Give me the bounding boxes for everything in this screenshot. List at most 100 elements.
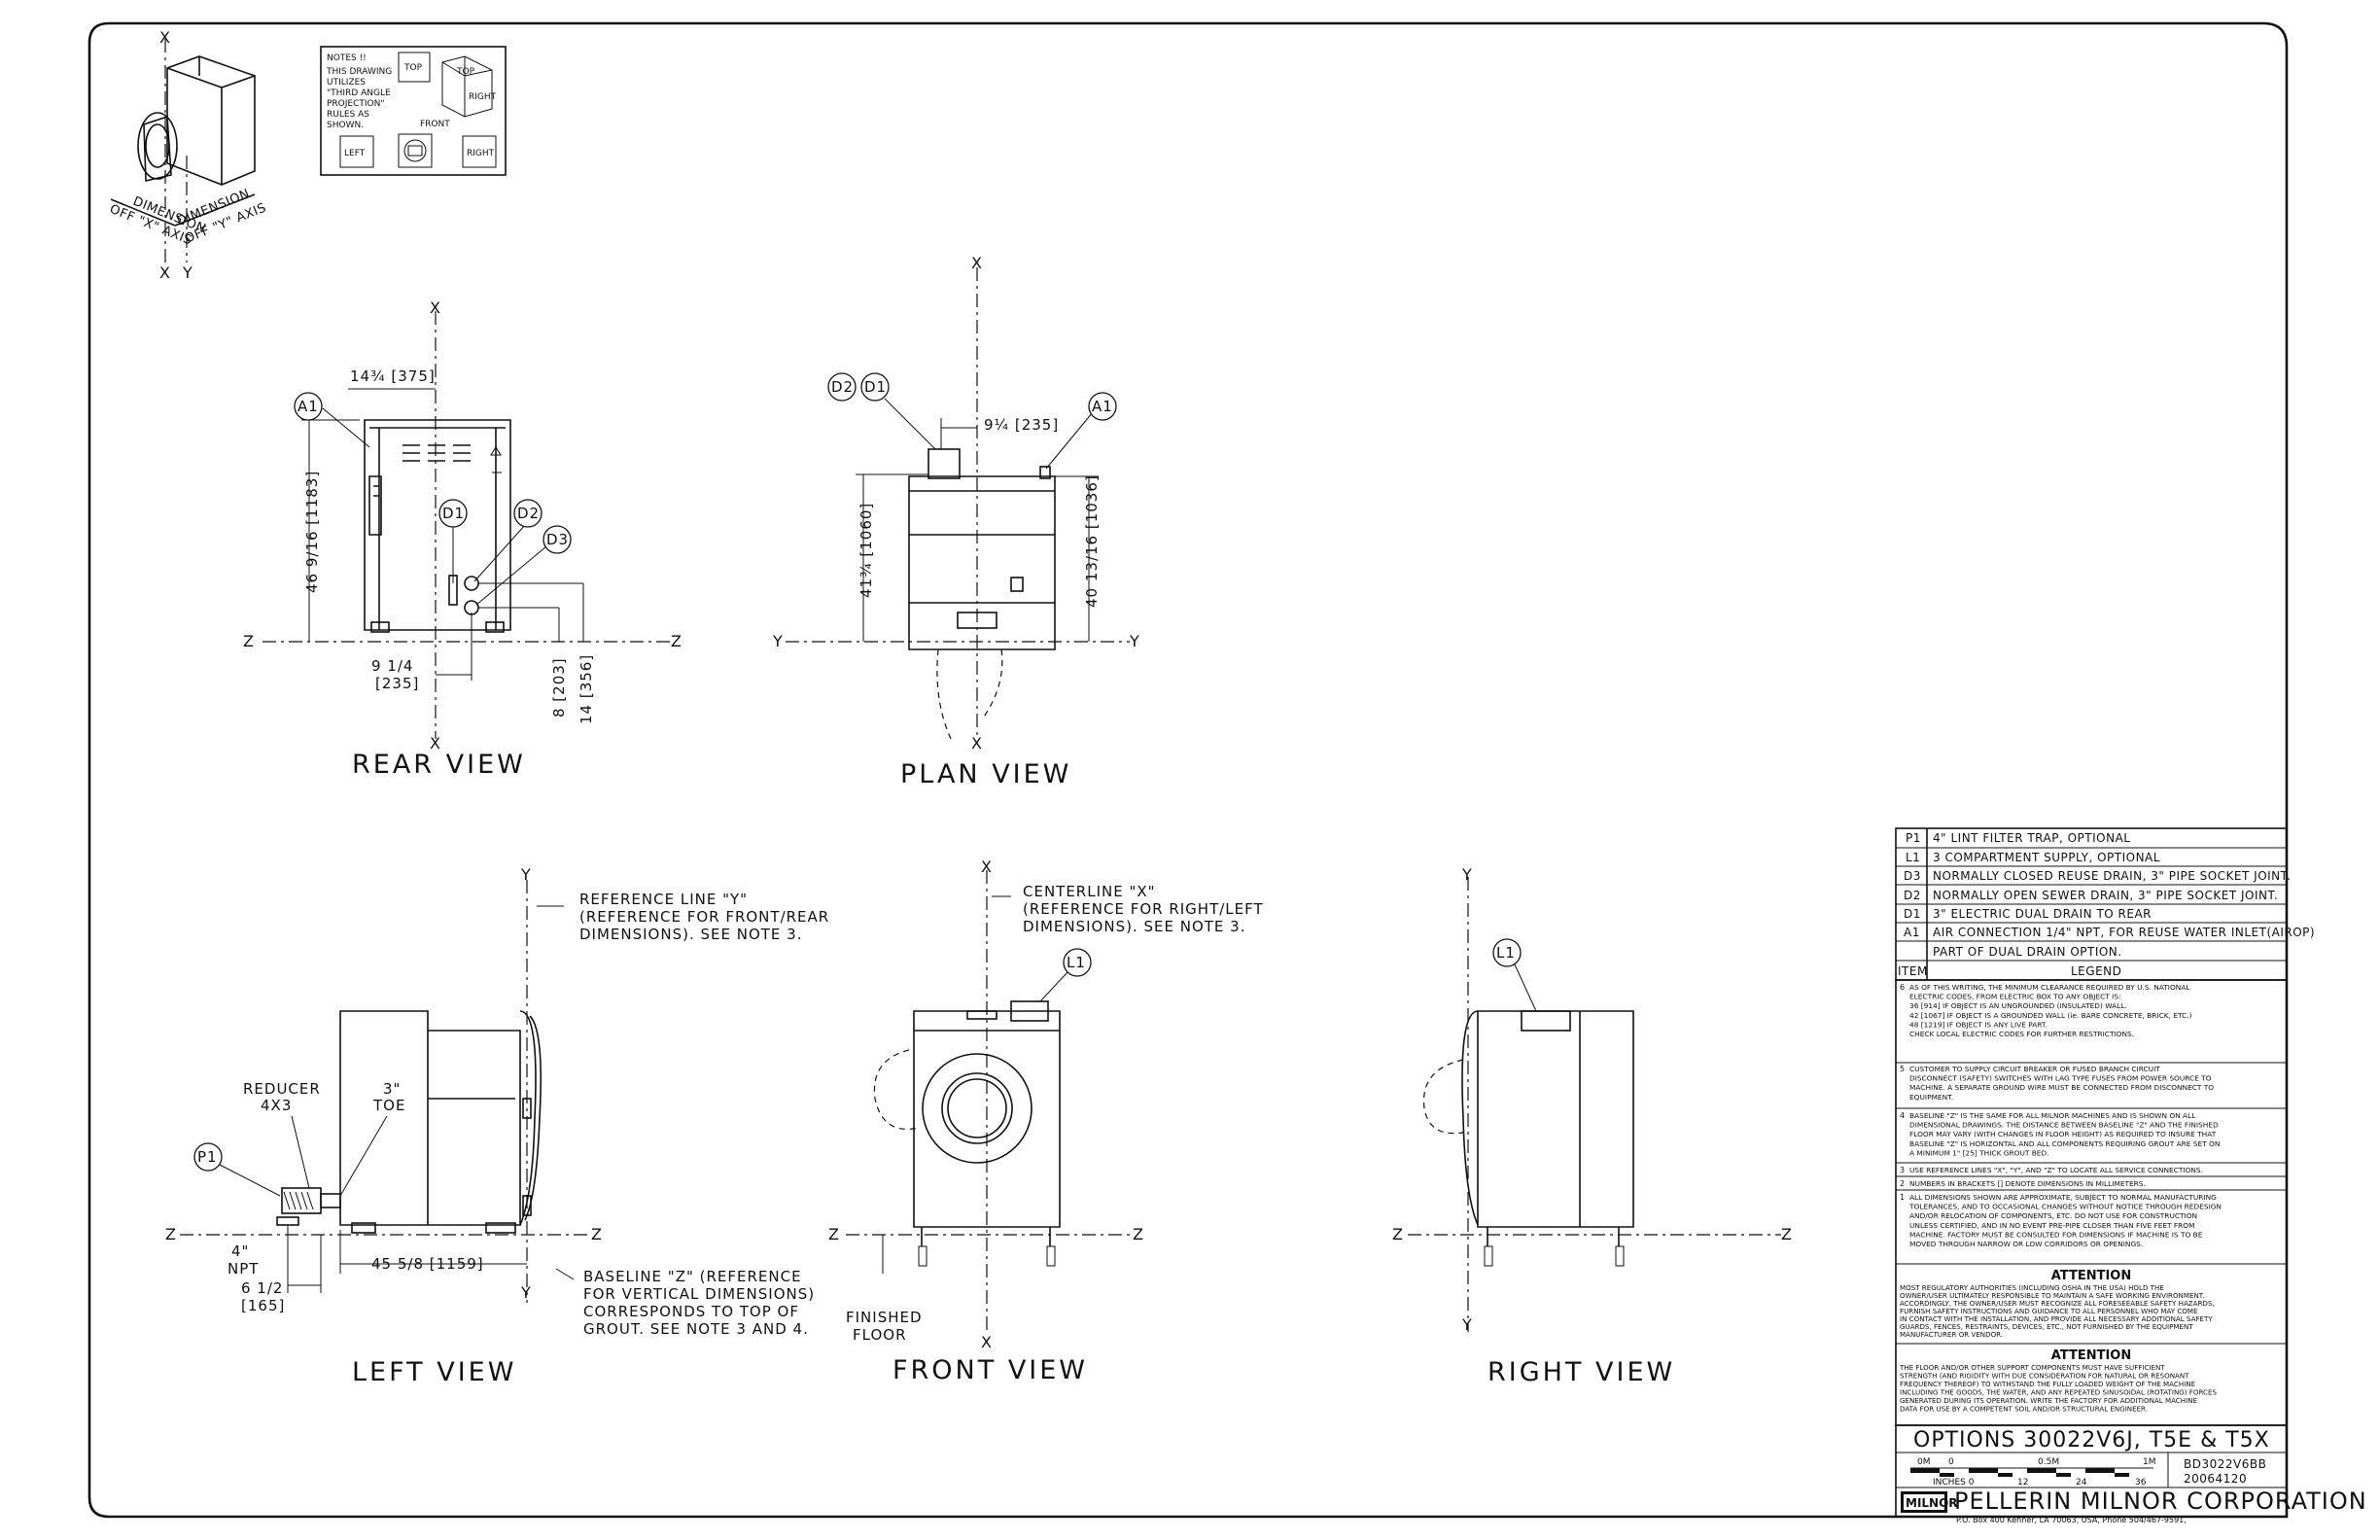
legend-item: D2 — [1904, 889, 1921, 902]
legend-header-legend: LEGEND — [2071, 964, 2121, 978]
plan-axis-y-left: Y — [772, 632, 783, 650]
notes-box-line: THIS DRAWING — [326, 67, 392, 77]
plan-dim-top: 9¼ [235] — [984, 416, 1059, 434]
rear-dim-top: 14¾ [375] — [350, 368, 436, 385]
left-toe-label: TOE — [372, 1097, 405, 1114]
rear-view: X X Z Z 14¾ [375] 46 9/16 [1183] 9 1/4 [… — [243, 298, 682, 780]
note-line: TOLERANCES, AND TO OCCASIONAL CHANGES WI… — [1908, 1203, 2222, 1211]
left-axis-y-bottom: Y — [520, 1283, 531, 1302]
plan-balloon-d2: D2 — [831, 378, 854, 396]
left-baseline: CORRESPONDS TO TOP OF — [583, 1303, 799, 1320]
rear-dim-8: 8 [203] — [550, 657, 568, 718]
legend-text: 4" LINT FILTER TRAP, OPTIONAL — [1933, 831, 2130, 845]
left-dim-6-mm: [165] — [241, 1297, 285, 1314]
right-axis-y-bottom: Y — [1461, 1315, 1472, 1334]
plan-dim-right: 40 13/16 [1036] — [1083, 474, 1101, 608]
notes-box-line: PROJECTION" — [327, 99, 385, 109]
legend-text: 3" ELECTRIC DUAL DRAIN TO REAR — [1933, 907, 2152, 921]
rear-balloon-d3: D3 — [546, 531, 569, 548]
attention-line: STRENGTH (AND RIGIDITY WITH DUE CONSIDER… — [1900, 1372, 2189, 1381]
note-number: 5 — [1900, 1065, 1905, 1073]
note-line: DIMENSIONAL DRAWINGS. THE DISTANCE BETWE… — [1909, 1121, 2219, 1130]
left-balloon-p1: P1 — [197, 1148, 218, 1166]
left-dim-6: 6 1/2 — [241, 1279, 283, 1297]
attention-line: FURNISH SAFETY INSTRUCTIONS AND GUIDANCE… — [1900, 1307, 2198, 1315]
left-baseline: BASELINE "Z" (REFERENCE — [583, 1268, 802, 1285]
note-line: MOVED THROUGH NARROW OR LOW CORRIDORS OR… — [1909, 1240, 2143, 1248]
attention-line: DATA FOR USE BY A COMPETENT SOIL AND/OR … — [1900, 1405, 2148, 1414]
note-line: BASELINE "Z" IS HORIZONTAL AND ALL COMPO… — [1909, 1139, 2220, 1148]
legend-item: L1 — [1906, 851, 1920, 864]
right-view-title: RIGHT VIEW — [1488, 1357, 1675, 1387]
notes-front-label: FRONT — [420, 120, 450, 129]
right-view: Y Y Z Z L1 RIGHT VIEW — [1392, 865, 1792, 1387]
note-line: 42 [1067] IF OBJECT IS A GROUNDED WALL (… — [1909, 1011, 2192, 1020]
front-axis-z-right: Z — [1133, 1225, 1143, 1243]
left-toe: 3" — [383, 1080, 401, 1098]
note-line: MACHINE. FACTORY MUST BE CONSULTED FOR D… — [1909, 1230, 2203, 1239]
front-axis-z-left: Z — [828, 1225, 839, 1243]
note-line: UNLESS CERTIFIED, AND IN NO EVENT PRE-PI… — [1909, 1221, 2195, 1230]
legend-text: AIR CONNECTION 1/4" NPT, FOR REUSE WATER… — [1933, 926, 2315, 939]
drawing-number: BD3022V6BB — [2184, 1457, 2266, 1471]
rear-dim-height: 46 9/16 [1183] — [303, 471, 321, 593]
left-axis-z-right: Z — [591, 1225, 602, 1243]
notes-box: NOTES !! THIS DRAWING UTILIZES "THIRD AN… — [320, 46, 507, 176]
front-finished-floor-label: FLOOR — [853, 1326, 907, 1344]
right-axis-y-top: Y — [1461, 865, 1472, 884]
notes-box-title: NOTES !! — [327, 53, 367, 63]
rear-dim-horiz-mm: [235] — [375, 675, 419, 692]
left-npt: 4" — [231, 1242, 249, 1260]
attention-line: FREQUENCY THEREOF) TO WITHSTAND THE FULL… — [1900, 1380, 2196, 1388]
plan-view-title: PLAN VIEW — [900, 759, 1071, 789]
left-view: Y Y Z Z 45 5/8 [1159] 6 1/2 [165] REDUCE… — [165, 865, 829, 1387]
left-view-title: LEFT VIEW — [352, 1357, 516, 1387]
rear-balloon-d2: D2 — [517, 505, 540, 522]
notes-top2-label: TOP — [456, 67, 475, 77]
note-line: BASELINE "Z" IS THE SAME FOR ALL MILNOR … — [1909, 1111, 2196, 1120]
rear-balloon-d1: D1 — [442, 505, 465, 522]
notes-left-label: LEFT — [344, 149, 366, 158]
drawing-title: OPTIONS 30022V6J, T5E & T5X — [1913, 1428, 2270, 1452]
iso-key: X X Y OFF "X" AXIS DIMENSION DIMENSION O… — [108, 28, 269, 282]
notes-box-line: SHOWN. — [327, 121, 364, 130]
plan-balloon-a1: A1 — [1092, 398, 1113, 415]
notes-top-label: TOP — [403, 63, 423, 73]
scale-label: 0M — [1917, 1457, 1931, 1467]
left-dim-45: 45 5/8 [1159] — [371, 1255, 484, 1273]
left-ref-line-y: (REFERENCE FOR FRONT/REAR — [579, 908, 829, 926]
note-line: NUMBERS IN BRACKETS [] DENOTE DIMENSIONS… — [1909, 1179, 2146, 1188]
attention-title: ATTENTION — [2051, 1269, 2131, 1283]
note-number: 1 — [1900, 1193, 1905, 1202]
left-axis-y-top: Y — [520, 865, 531, 884]
rear-axis-z-left: Z — [243, 632, 254, 650]
attention-line: INCLUDING THE GOODS, THE WATER, AND ANY … — [1900, 1388, 2217, 1397]
note-line: 36 [914] IF OBJECT IS AN UNGROUNDED (INS… — [1909, 1001, 2127, 1010]
left-ref-line-y: REFERENCE LINE "Y" — [579, 891, 748, 908]
left-ref-line-y: DIMENSIONS). SEE NOTE 3. — [579, 926, 803, 943]
note-number: 4 — [1900, 1111, 1905, 1120]
legend-text: NORMALLY OPEN SEWER DRAIN, 3" PIPE SOCKE… — [1933, 889, 2278, 902]
scale-label: 0.5M — [2038, 1457, 2059, 1467]
front-centerline: CENTERLINE "X" — [1023, 883, 1156, 900]
note-number: 3 — [1900, 1166, 1905, 1174]
legend-text: PART OF DUAL DRAIN OPTION. — [1933, 945, 2122, 959]
rear-dim-horiz: 9 1/4 — [371, 657, 413, 675]
right-axis-z-right: Z — [1781, 1225, 1792, 1243]
left-reducer-size: 4X3 — [261, 1097, 292, 1114]
drawing-date: 20064120 — [2184, 1472, 2247, 1486]
right-balloon-l1: L1 — [1496, 944, 1516, 962]
note-line: USE REFERENCE LINES "X", "Y", AND "Z" TO… — [1909, 1166, 2203, 1174]
note-line: A MINIMUM 1" [25] THICK GROUT BED. — [1909, 1148, 2049, 1157]
front-finished-floor: FINISHED — [846, 1309, 923, 1326]
front-axis-x-top: X — [981, 858, 992, 876]
plan-axis-y-right: Y — [1129, 632, 1139, 650]
note-line: AS OF THIS WRITING, THE MINIMUM CLEARANC… — [1909, 983, 2190, 992]
iso-y-bottom: Y — [182, 263, 192, 282]
notes-right-label: RIGHT — [469, 92, 497, 102]
note-line: ALL DIMENSIONS SHOWN ARE APPROXIMATE, SU… — [1909, 1193, 2217, 1202]
notes-box-line: "THIRD ANGLE — [327, 88, 391, 98]
milnor-logo: MILNOR — [1906, 1496, 1958, 1510]
front-axis-x-bottom: X — [981, 1333, 992, 1351]
